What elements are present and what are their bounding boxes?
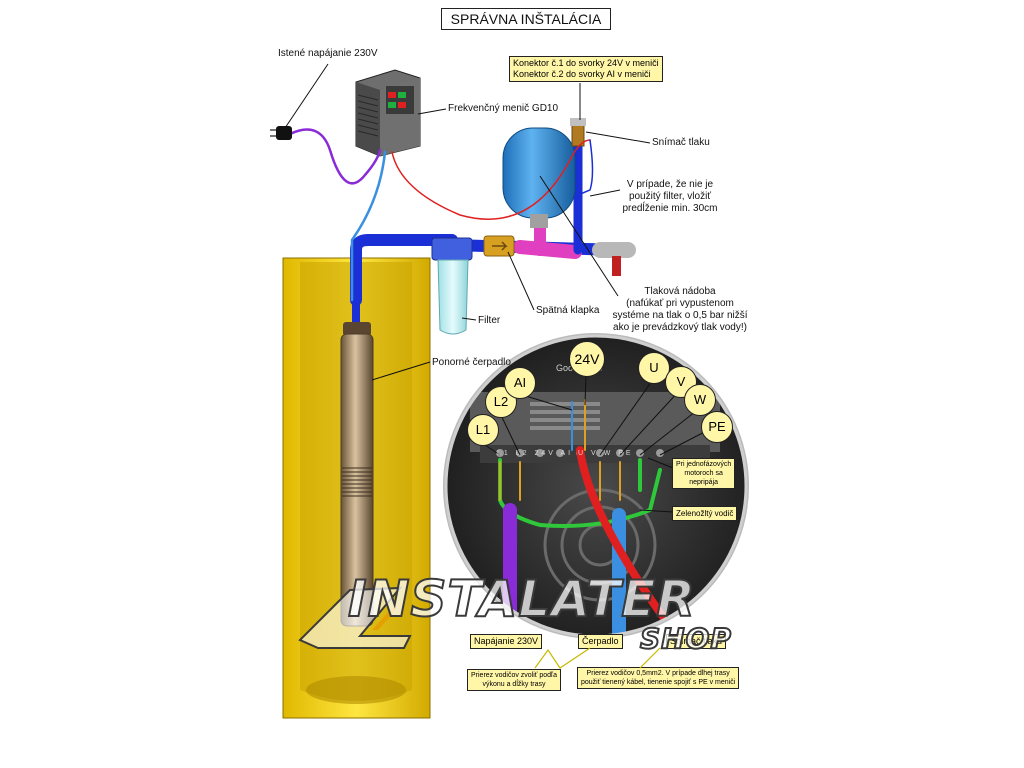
filter-label: Filter [478,315,501,326]
power-supply-label: Istené napájanie 230V [278,48,378,59]
vessel-note-line-1: Tlaková nádoba [644,286,716,297]
filter [431,237,473,335]
sensor-cable-note: Prierez vodičov 0,5mm2. V prípade dlhej … [577,667,740,689]
pump-label: Ponorné čerpadlo [432,357,511,368]
extension-note-line-1: V prípade, že nie je [626,179,714,190]
wires [288,128,594,302]
connector-note-line-1: Konektor č.1 do svorky 24V v meniči [513,58,659,68]
terminal-strip-marks: L1 L2 24V AI U V W PE [497,450,634,457]
terminal-pe: PE [701,411,733,443]
main-pipe [350,135,636,306]
power-plug [270,126,292,140]
terminal-u: U [638,352,670,384]
terminal-ai: AI [504,367,536,399]
vessel-note-line-3: systéme na tlak o 0,5 bar nižší [612,310,748,321]
logo-wordmark: INSTALATER [347,569,696,629]
connector-note-line-2: Konektor č.2 do svorky AI v meniči [513,69,651,79]
label-pressure-sensor: Snímač tlaku [666,634,727,649]
single-phase-note-line-2: motoroch sa [684,470,723,477]
terminal-24v: 24V [569,341,605,377]
cross-section-note-line-1: Prierez vodičov zvoliť podľa [471,672,557,679]
terminal-l2: L2 [485,386,517,418]
label-pump: Čerpadlo [578,634,623,649]
pressure-vessel [502,127,576,228]
extension-note-line-2: použitý filter, vložiť [628,191,712,202]
connector-note: Konektor č.1 do svorky 24V v meniči Kone… [509,56,663,82]
vessel-note: Tlaková nádoba (nafúkať pri vypustenom s… [591,286,769,334]
page-title: SPRÁVNA INŠTALÁCIA [441,8,611,30]
vessel-note-line-2: (nafúkať pri vypustenom [626,298,734,309]
vessel-note-line-4: ako je prevádzkový tlak vody!) [613,322,747,333]
pressure-sensor [570,118,586,147]
leader-lines [284,63,651,381]
cross-section-note-line-2: výkonu a dĺžky trasy [482,681,546,688]
frequency-inverter [355,69,421,157]
single-phase-note-line-3: nepripája [689,479,719,486]
label-power-230v: Napájanie 230V [470,634,543,649]
check-valve [483,235,515,257]
extension-note-line-3: predĺženie min. 30cm [622,203,718,214]
submersible-pump [340,290,374,627]
inverter-label: Frekvenčný menič GD10 [448,103,559,114]
single-phase-note-line-1: Pri jednofázových [676,461,732,468]
terminal-l1: L1 [467,414,499,446]
sensor-cable-note-line-2: použiť tienený kábel, tienenie spojiť s … [581,679,736,686]
single-phase-note: Pri jednofázových motoroch sa nepripája [672,458,736,489]
logo-shop: SHOP [639,621,732,656]
extension-note: V prípade, že nie je použitý filter, vlo… [616,179,724,215]
check-valve-label: Spätná klapka [536,305,600,316]
pressure-sensor-label: Snímač tlaku [652,137,710,148]
cross-section-note: Prierez vodičov zvoliť podľa výkonu a dĺ… [467,669,561,691]
terminal-w: W [684,384,716,416]
logo-mark [298,586,412,649]
green-yellow-wire-label: Zelenožltý vodič [672,506,738,521]
sensor-cable-note-line-1: Prierez vodičov 0,5mm2. V prípade dlhej … [586,670,730,677]
